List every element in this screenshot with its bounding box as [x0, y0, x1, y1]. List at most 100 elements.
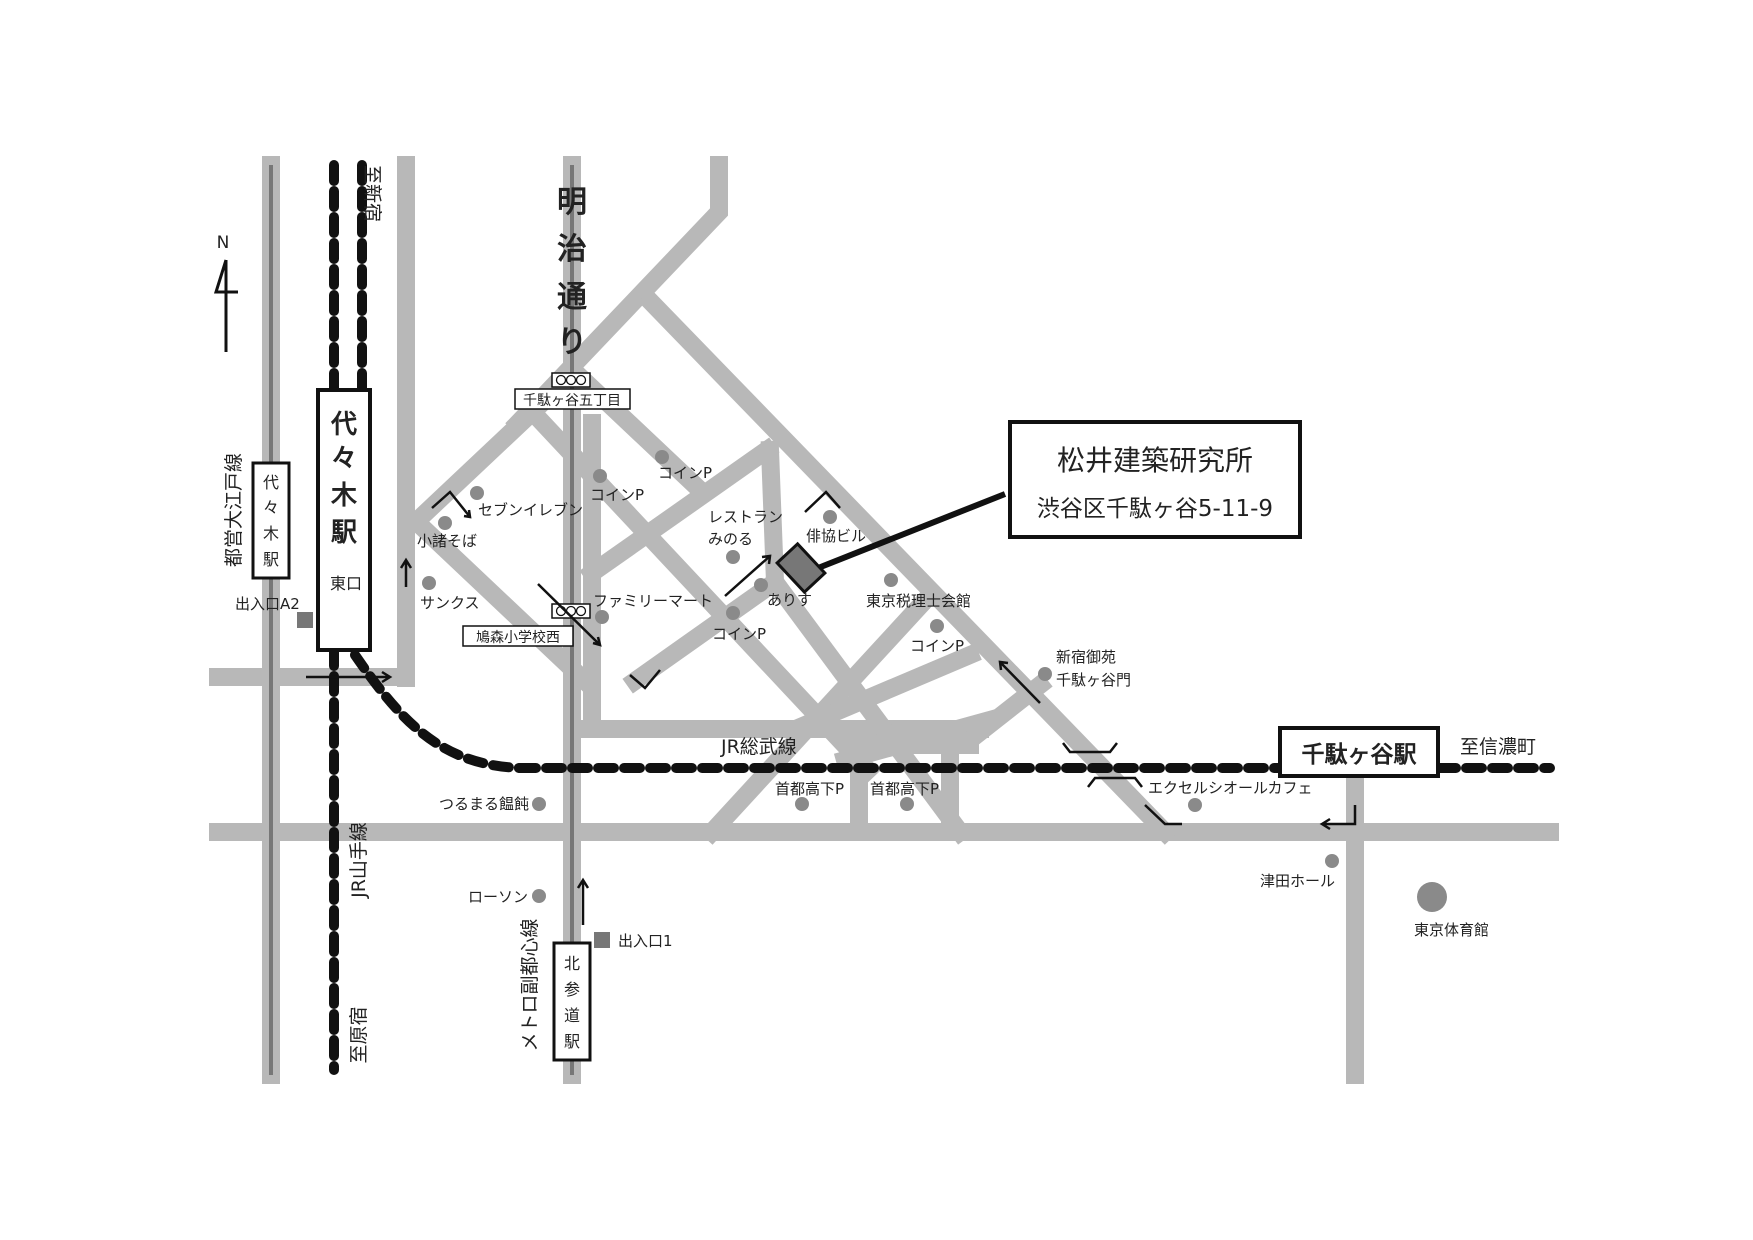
arrow-a2 — [306, 670, 393, 684]
label-coin2: コインP — [658, 464, 712, 482]
label-gyoen1: 新宿御苑 — [1056, 648, 1116, 666]
road-inner-grid-a — [622, 569, 788, 694]
landmark-dot-tsuda — [1325, 854, 1339, 868]
station-yoyogi-jr-east: 東口 — [330, 574, 362, 593]
roads — [209, 156, 1559, 1084]
landmarks — [422, 450, 1447, 912]
arrow-kitasando-exit — [576, 877, 590, 925]
compass-arrow-icon — [213, 259, 238, 352]
label-shuto2: 首都高下P — [870, 780, 939, 798]
label-tsuda: 津田ホール — [1260, 872, 1335, 890]
landmark-dot-coin1 — [593, 469, 607, 483]
station-sendagaya[interactable]: 千駄ヶ谷駅 — [1278, 726, 1440, 778]
fukutoshin-label: メトロ副都心線 — [519, 918, 541, 1051]
to-shinjuku-label: 至新宿 — [361, 165, 383, 222]
jr-yamanote-label: JR山手線 — [348, 822, 370, 899]
label-restaurant1: レストラン — [708, 508, 783, 526]
label-taiikukan: 東京体育館 — [1414, 921, 1489, 939]
exit-a2[interactable]: 出入口A2 — [235, 595, 313, 628]
station-yoyogi-jr[interactable]: 代 々 木 駅 東口 — [316, 388, 372, 652]
station-yoyogi-jr-label-3: 木 — [330, 481, 357, 511]
landmark-dot-shuto1 — [795, 797, 809, 811]
oedo-label: 都営大江戸線 — [223, 453, 245, 567]
arrow-east-exit — [399, 557, 413, 587]
road-north-diagonal — [505, 156, 728, 436]
landmark-dot-seven — [470, 486, 484, 500]
exit-1-label: 出入口1 — [618, 932, 673, 950]
label-haikyo: 俳協ビル — [806, 527, 866, 545]
landmark-dot-coin3 — [726, 606, 740, 620]
arrow-excelsior — [1144, 804, 1182, 826]
north-compass: N — [213, 233, 238, 352]
label-tsurumaru: つるまる饂飩 — [439, 795, 529, 813]
landmark-dot-lawson — [532, 889, 546, 903]
exit-a2-label: 出入口A2 — [235, 595, 300, 613]
station-yoyogi-oedo[interactable]: 代 々 木 駅 — [251, 461, 291, 580]
landmark-dot-taiikukan — [1417, 882, 1447, 912]
station-kitasando-1: 北 — [564, 954, 580, 973]
arrow-restaurant — [724, 554, 772, 597]
label-restaurant2: みのる — [708, 530, 753, 548]
label-shuto1: 首都高下P — [775, 780, 844, 798]
road-west-diagonal — [407, 359, 713, 531]
meiji-char-1: 明 — [557, 185, 587, 220]
label-gyoen2: 千駄ヶ谷門 — [1056, 671, 1131, 689]
station-kitasando[interactable]: 北 参 道 駅 — [552, 941, 592, 1062]
jr-sobu-label: JR総武線 — [720, 736, 797, 758]
landmark-dot-haikyo — [823, 510, 837, 524]
road-grid-c — [793, 643, 982, 737]
railways — [329, 160, 1555, 1075]
meiji-char-2: 治 — [557, 232, 587, 267]
office-address: 渋谷区千駄ヶ谷5-11-9 — [1037, 496, 1273, 522]
station-kitasando-4: 駅 — [564, 1032, 580, 1051]
intersection-sendagaya5: 千駄ヶ谷五丁目 — [514, 372, 631, 410]
arrow-sendagaya-platform-1 — [1062, 742, 1118, 754]
arrow-sendagaya-platform-2 — [1087, 776, 1143, 788]
landmark-dot-sunkus — [422, 576, 436, 590]
station-yoyogi-oedo-2: 々 — [263, 498, 279, 517]
landmark-labels: セブンイレブン 小諸そば サンクス コインP コインP ファミリーマート レスト… — [417, 464, 1489, 939]
label-sunkus: サンクス — [420, 594, 480, 612]
office-building-marker[interactable] — [775, 541, 827, 595]
exit-marker-icon — [297, 612, 313, 628]
station-yoyogi-jr-label-1: 代 — [330, 410, 357, 440]
meiji-char-3: 通 — [557, 280, 587, 315]
arrow-gyoen — [998, 660, 1041, 704]
label-arisu: ありす — [767, 591, 812, 609]
office-name: 松井建築研究所 — [1057, 444, 1253, 477]
landmark-dot-gyoen — [1038, 667, 1052, 681]
meiji-char-4: り — [557, 325, 587, 360]
station-sendagaya-label: 千駄ヶ谷駅 — [1302, 742, 1417, 768]
intersection-sendagaya5-label: 千駄ヶ谷五丁目 — [523, 393, 621, 409]
station-yoyogi-jr-label-4: 駅 — [331, 518, 357, 548]
arrow-hatomori — [537, 583, 602, 647]
exit-marker-icon — [594, 932, 610, 948]
station-kitasando-2: 参 — [564, 980, 580, 999]
road-grid-g — [957, 672, 1053, 753]
landmark-dot-shuto2 — [900, 797, 914, 811]
arrow-haikyo — [804, 490, 841, 513]
traffic-signal-icon — [551, 372, 591, 388]
station-kitasando-3: 道 — [564, 1006, 580, 1025]
road-fan-mid — [579, 437, 780, 586]
landmark-dot-arisu — [754, 578, 768, 592]
intersection-hatomori-label: 鳩森小学校西 — [476, 629, 560, 646]
landmark-dot-zeirishi — [884, 573, 898, 587]
road-centerlines — [269, 165, 574, 1075]
landmark-dot-restaurant — [726, 550, 740, 564]
landmark-dot-family — [595, 610, 609, 624]
station-yoyogi-oedo-3: 木 — [263, 524, 279, 543]
road-fan-ne — [409, 514, 598, 694]
exit-1[interactable]: 出入口1 — [594, 932, 673, 950]
landmark-dot-komoro — [438, 516, 452, 530]
station-yoyogi-jr-label-2: 々 — [331, 444, 357, 474]
to-shinanomachi-label: 至信濃町 — [1460, 736, 1536, 758]
label-excelsior: エクセルシオールカフェ — [1148, 779, 1313, 797]
street-meiji-label: 明 治 通 り — [557, 185, 587, 360]
landmark-dot-coin4 — [930, 619, 944, 633]
office-callout[interactable]: 松井建築研究所 渋谷区千駄ヶ谷5-11-9 — [1008, 420, 1302, 539]
label-coin3: コインP — [712, 625, 766, 643]
road-grid-e — [760, 440, 785, 592]
landmark-dot-coin2 — [655, 450, 669, 464]
